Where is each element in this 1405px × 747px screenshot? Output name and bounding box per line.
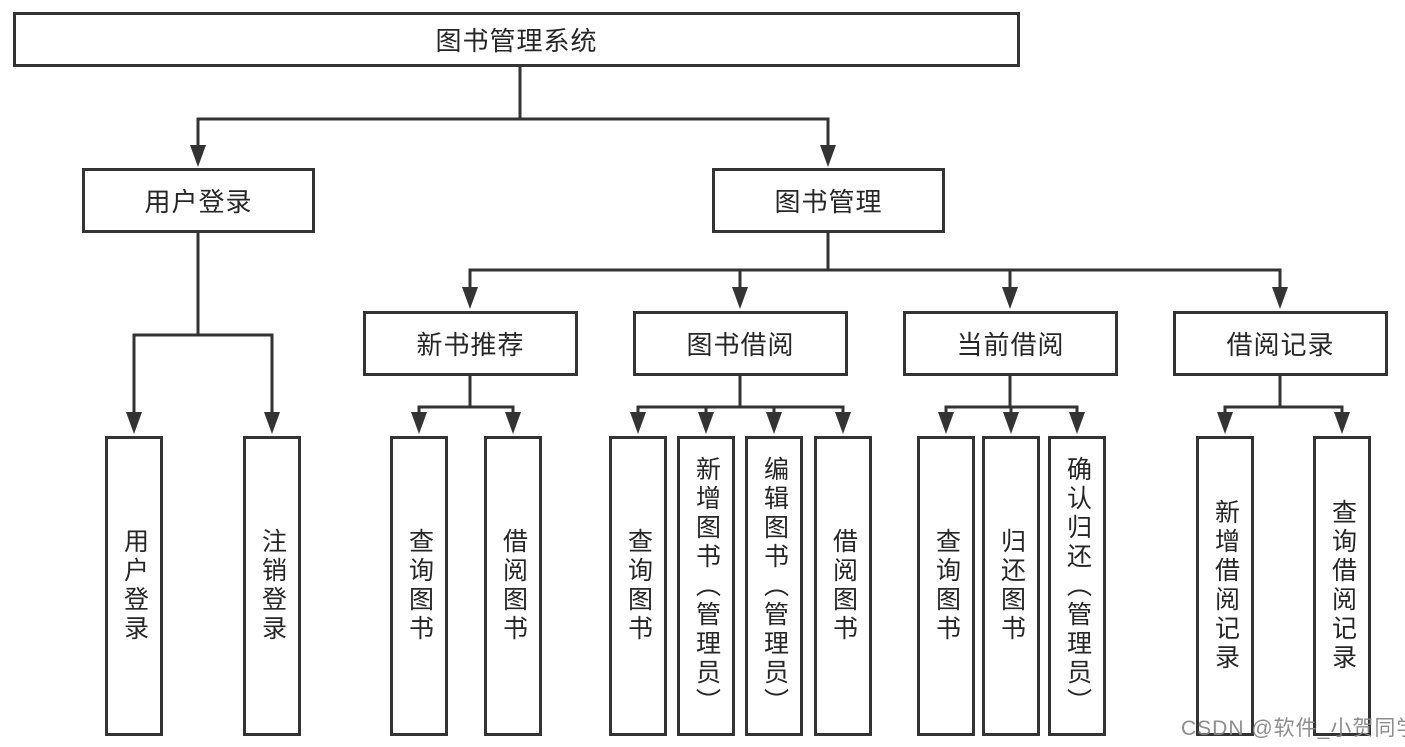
node-label: 借阅图书 bbox=[829, 528, 858, 644]
node-label: 归还图书 bbox=[997, 528, 1026, 644]
leaf-records-add-record: 新增借阅记录 bbox=[1196, 436, 1254, 736]
node-label: 新增图书（管理员） bbox=[692, 455, 721, 717]
node-new-book-recommend: 新书推荐 bbox=[363, 311, 578, 376]
leaf-current-query-books: 查询图书 bbox=[917, 436, 975, 736]
node-label: 借阅图书 bbox=[499, 528, 528, 644]
leaf-borrowing-edit-books-admin: 编辑图书（管理员） bbox=[745, 436, 803, 736]
leaf-borrowing-borrow-books: 借阅图书 bbox=[814, 436, 872, 736]
node-label: 编辑图书（管理员） bbox=[760, 455, 789, 717]
node-book-management: 图书管理 bbox=[712, 168, 945, 233]
node-label: 当前借阅 bbox=[956, 330, 1065, 360]
node-label: 新书推荐 bbox=[416, 330, 525, 360]
leaf-current-confirm-return-admin: 确认归还（管理员） bbox=[1048, 436, 1106, 736]
node-library-system: 图书管理系统 bbox=[13, 12, 1020, 67]
node-book-borrowing: 图书借阅 bbox=[633, 311, 848, 376]
node-label: 图书管理系统 bbox=[435, 26, 598, 56]
node-label: 查询图书 bbox=[405, 528, 434, 644]
node-label: 借阅记录 bbox=[1226, 330, 1335, 360]
node-label: 新增借阅记录 bbox=[1211, 499, 1240, 673]
leaf-logout: 注销登录 bbox=[243, 436, 301, 736]
leaf-borrowing-query-books: 查询图书 bbox=[609, 436, 667, 736]
node-label: 用户登录 bbox=[144, 187, 253, 217]
node-user-login: 用户登录 bbox=[82, 168, 315, 233]
node-label: 查询图书 bbox=[932, 528, 961, 644]
leaf-recommend-query-books: 查询图书 bbox=[390, 436, 448, 736]
leaf-borrowing-add-books-admin: 新增图书（管理员） bbox=[677, 436, 735, 736]
node-label: 注销登录 bbox=[258, 528, 287, 644]
watermark: CSDN @软件_小贺同学 bbox=[1181, 717, 1405, 740]
leaf-records-query-record: 查询借阅记录 bbox=[1313, 436, 1371, 736]
node-borrowing-records: 借阅记录 bbox=[1173, 311, 1388, 376]
node-label: 图书管理 bbox=[774, 187, 883, 217]
leaf-current-return-books: 归还图书 bbox=[982, 436, 1040, 736]
node-label: 查询图书 bbox=[624, 528, 653, 644]
node-label: 图书借阅 bbox=[686, 330, 795, 360]
node-label: 确认归还（管理员） bbox=[1063, 455, 1092, 717]
leaf-user-login: 用户登录 bbox=[105, 436, 163, 736]
node-label: 用户登录 bbox=[120, 528, 149, 644]
node-current-borrowing: 当前借阅 bbox=[903, 311, 1118, 376]
leaf-recommend-borrow-books: 借阅图书 bbox=[484, 436, 542, 736]
node-label: 查询借阅记录 bbox=[1328, 499, 1357, 673]
